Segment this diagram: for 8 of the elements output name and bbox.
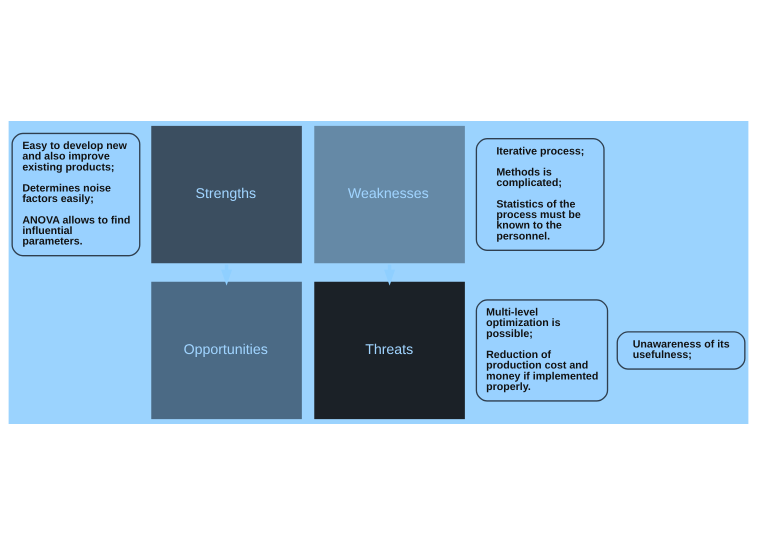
node-box: Easy to develop new and also improve existing products; Determines noise factors easily; ANOVA allows to find influential parameters. (11, 132, 140, 256)
node-box: Opportunities (148, 279, 305, 422)
node-box: Unawareness of its usefulness; (616, 331, 746, 370)
node-box: Iterative process; Methods is complicated; Statistics of the process must be known to the personnel. (476, 138, 605, 252)
node-box: Weaknesses (312, 123, 468, 266)
node-box: Threats (312, 279, 468, 422)
node-box: Multi-level optimization is possible; Reduction of production cost and money if implemented properly. (476, 299, 608, 402)
node-box: Strengths (148, 123, 305, 266)
